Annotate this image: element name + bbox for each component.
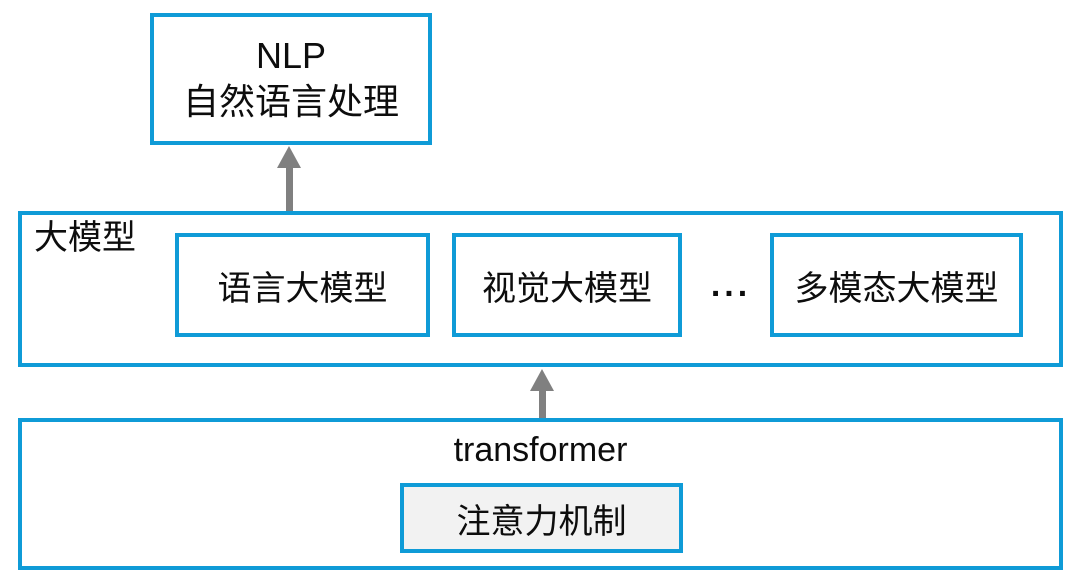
multimodal-model-box: 多模态大模型 [770, 233, 1023, 337]
arrow-up-icon [277, 146, 301, 168]
transformer-title: transformer [453, 431, 628, 469]
nlp-box-line1: NLP [255, 35, 327, 76]
vision-model-label: 视觉大模型 [482, 269, 652, 308]
vision-model-box: 视觉大模型 [452, 233, 682, 337]
big-model-label: 大模型 [34, 219, 136, 257]
attention-mechanism-box: 注意力机制 [400, 483, 683, 553]
nlp-box-line2: 自然语言处理 [182, 81, 399, 122]
arrow-up-icon [530, 369, 554, 391]
language-model-box: 语言大模型 [175, 233, 430, 337]
language-model-label: 语言大模型 [217, 269, 388, 308]
arrow-up-shaft [539, 387, 546, 418]
ellipsis-label: ... [710, 265, 752, 304]
ellipsis-dots: ... [692, 233, 770, 337]
arrow-up-shaft [286, 164, 293, 233]
attention-mechanism-label: 注意力机制 [456, 502, 627, 541]
nlp-box: NLP 自然语言处理 [150, 13, 432, 145]
multimodal-model-label: 多模态大模型 [794, 269, 999, 308]
